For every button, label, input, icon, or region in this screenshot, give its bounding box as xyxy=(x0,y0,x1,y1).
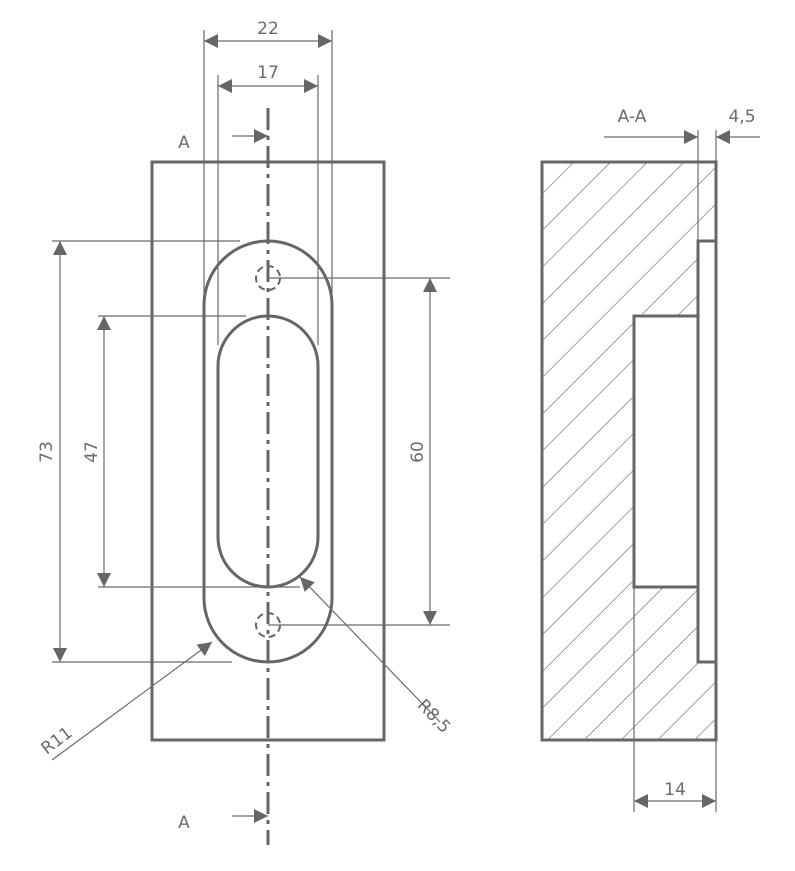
leader-r11 xyxy=(51,641,213,761)
dim-60-label: 60 xyxy=(408,441,428,463)
hatched-section xyxy=(542,162,716,740)
dim-47-label: 47 xyxy=(82,441,102,463)
dim-14-label: 14 xyxy=(664,780,686,800)
dim-4-5-label: 4,5 xyxy=(728,107,755,127)
section-view: A-A 4,5 14 xyxy=(540,107,760,812)
dim-73-label: 73 xyxy=(37,441,57,463)
inner-slot xyxy=(216,314,320,589)
r8-5-label: R8,5 xyxy=(413,696,454,738)
section-mark-top: A xyxy=(178,133,190,153)
r11-label: R11 xyxy=(38,723,77,759)
section-title: A-A xyxy=(618,107,647,127)
leader-r8-5 xyxy=(299,576,441,723)
pocket-outline xyxy=(632,314,698,589)
section-mark-bottom: A xyxy=(178,813,190,833)
dim-17-label: 17 xyxy=(257,63,279,83)
front-view: 22 17 73 47 60 R11 R8,5 A A xyxy=(37,19,454,845)
lip-recess xyxy=(696,239,716,664)
dim-22-label: 22 xyxy=(257,19,279,39)
outer-slot xyxy=(202,239,334,664)
